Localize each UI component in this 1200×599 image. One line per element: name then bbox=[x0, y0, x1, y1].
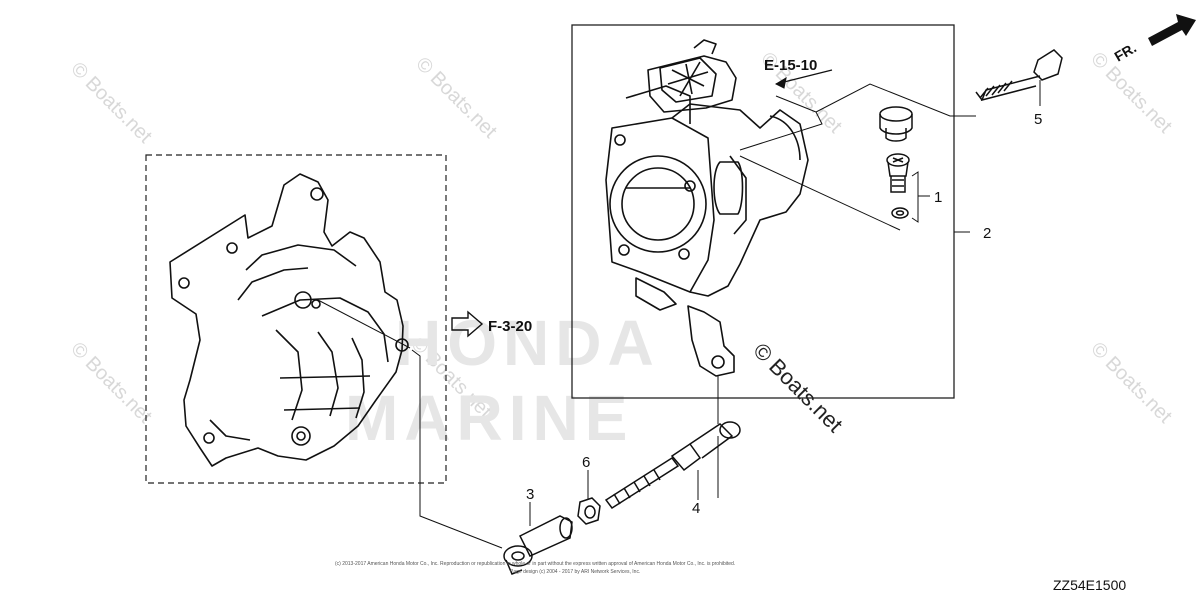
ref-label-left[interactable]: F-3-20 bbox=[488, 318, 532, 335]
ref-label-upper[interactable]: E-15-10 bbox=[764, 57, 817, 74]
ref-arrow-left bbox=[451, 310, 484, 338]
leader-lines bbox=[317, 80, 1041, 549]
throttle-body bbox=[605, 39, 809, 377]
callout-6[interactable]: 6 bbox=[582, 454, 590, 471]
callout-5[interactable]: 5 bbox=[1034, 111, 1042, 128]
copyright-line-2: Page design (c) 2004 - 2017 by ARI Netwo… bbox=[510, 569, 640, 575]
brand-line-1: HONDA bbox=[395, 307, 660, 379]
callout-4[interactable]: 4 bbox=[692, 500, 700, 517]
watermark-main: © Boats.net bbox=[748, 338, 847, 437]
part-5-bolt bbox=[975, 49, 1063, 102]
callout-3[interactable]: 3 bbox=[526, 486, 534, 503]
callout-2[interactable]: 2 bbox=[983, 225, 991, 242]
throttle-bracket bbox=[169, 173, 409, 467]
part-4-rod bbox=[604, 421, 741, 510]
part-3-joint bbox=[503, 515, 573, 575]
plug-cap bbox=[879, 106, 913, 142]
throttle-body-group-box bbox=[571, 24, 955, 399]
brand-line-2: MARINE bbox=[345, 382, 633, 454]
bracket-group-box bbox=[145, 154, 447, 484]
part-1-screw-washer bbox=[886, 153, 910, 219]
watermark-7: © Boats.net bbox=[1086, 338, 1176, 428]
part-6-nut bbox=[577, 497, 601, 525]
front-arrow bbox=[1148, 14, 1196, 46]
watermark-5: © Boats.net bbox=[66, 338, 156, 428]
brand-watermark: HONDA MARINE bbox=[345, 307, 660, 454]
watermark-4: © Boats.net bbox=[1086, 48, 1176, 138]
ref-arrow-upper bbox=[774, 69, 833, 89]
copyright-line-1: (c) 2013-2017 American Honda Motor Co., … bbox=[335, 561, 735, 567]
callout-1[interactable]: 1 bbox=[934, 189, 942, 206]
watermark-2: © Boats.net bbox=[411, 53, 501, 143]
watermark-1: © Boats.net bbox=[66, 58, 156, 148]
drawing-code: ZZ54E1500 bbox=[1053, 577, 1126, 593]
